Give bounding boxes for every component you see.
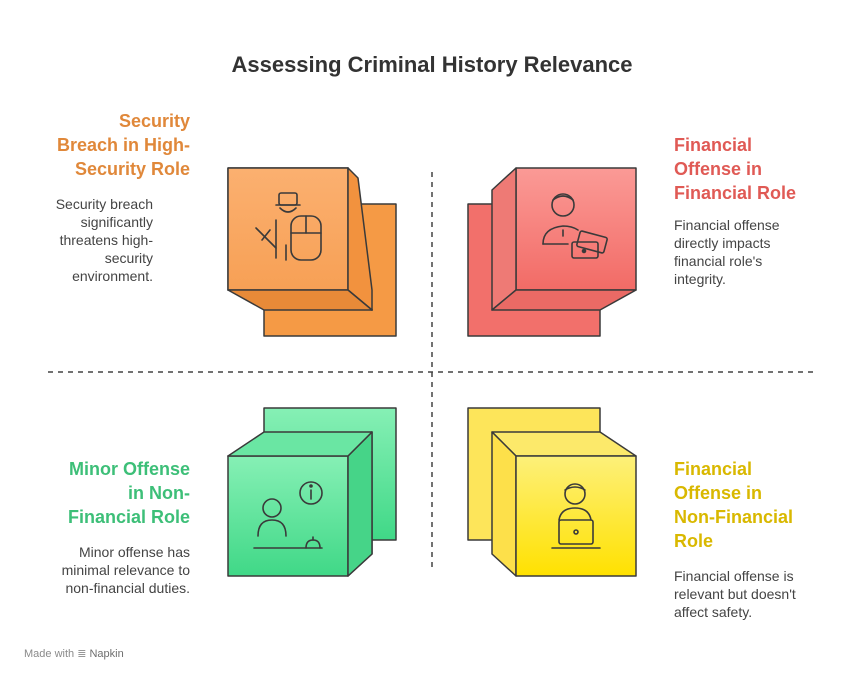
desc-line: Minor offense has (78, 544, 190, 560)
title-line: Financial (674, 135, 753, 155)
title-line: Security (118, 111, 190, 131)
cube-top-right (467, 167, 637, 337)
desc-line: financial role's (674, 253, 763, 269)
title-line: in Non- (128, 483, 190, 503)
footer-watermark: Made with ≣ Napkin (24, 647, 124, 660)
desc-line: Financial offense (674, 217, 780, 233)
quadrant-title-top-right: Financial Offense in Financial Role (674, 133, 796, 205)
desc-line: significantly (80, 214, 153, 230)
desc-line: threatens high- (59, 232, 153, 248)
footer-brand: Napkin (89, 648, 124, 660)
quadrant-desc-bottom-left: Minor offense has minimal relevance to n… (62, 543, 190, 597)
quadrant-title-bottom-left: Minor Offense in Non- Financial Role (68, 457, 190, 529)
quadrant-desc-top-left: Security breach significantly threatens … (56, 195, 153, 285)
desc-line: environment. (72, 268, 153, 284)
desc-line: relevant but doesn't (674, 586, 796, 602)
quadrant-desc-top-right: Financial offense directly impacts finan… (674, 216, 780, 288)
cube-bottom-left (227, 407, 397, 577)
title-line: Offense in (674, 483, 763, 503)
desc-line: affect safety. (674, 604, 753, 620)
page-title: Assessing Criminal History Relevance (231, 52, 633, 77)
security-guard-icon (255, 192, 322, 261)
title-line: Breach in High- (56, 135, 190, 155)
desc-line: Security breach (55, 196, 153, 212)
person-at-reception-icon (253, 481, 323, 549)
quadrant-title-bottom-right: Financial Offense in Non-Financial Role (674, 457, 793, 553)
title-line: Role (674, 531, 714, 551)
footer-prefix: Made with (24, 648, 75, 660)
napkin-logo-icon: ≣ (77, 648, 87, 660)
person-with-cash-icon (542, 193, 608, 259)
desc-line: non-financial duties. (65, 580, 190, 596)
desc-line: minimal relevance to (61, 562, 190, 578)
cube-top-left (227, 167, 397, 337)
desc-line: integrity. (674, 271, 726, 287)
title-line: Financial Role (674, 183, 797, 203)
title-line: Financial (674, 459, 753, 479)
desc-line: security (104, 250, 153, 266)
cube-bottom-right (467, 407, 637, 577)
quadrant-title-top-left: Security Breach in High- Security Role (57, 109, 190, 181)
person-at-laptop-icon (551, 483, 601, 549)
quadrant-desc-bottom-right: Financial offense is relevant but doesn'… (674, 567, 796, 621)
title-line: Minor Offense (68, 459, 190, 479)
title-line: Offense in (674, 159, 763, 179)
title-line: Non-Financial (674, 507, 794, 527)
title-line: Financial Role (67, 507, 190, 527)
desc-line: Financial offense is (674, 568, 794, 584)
desc-line: directly impacts (674, 235, 771, 251)
title-line: Security Role (74, 159, 190, 179)
